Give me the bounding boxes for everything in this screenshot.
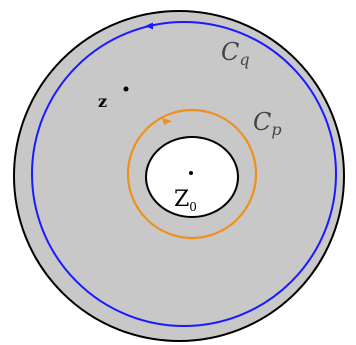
center-z0-label: Z0 xyxy=(174,187,197,214)
center-z0-main: Z xyxy=(174,187,189,212)
annulus-inner-hole xyxy=(145,136,239,218)
contour-cq xyxy=(31,21,337,327)
contour-cq-arrow xyxy=(145,22,153,30)
center-z0-dot xyxy=(189,171,193,175)
point-z-dot xyxy=(123,86,129,92)
contour-cp-label-main: C xyxy=(253,108,271,136)
contour-cq-label-main: C xyxy=(221,38,239,66)
contour-cq-label: Cq xyxy=(221,38,250,69)
point-z-label: z xyxy=(98,92,107,111)
contour-cp-label-sub: p xyxy=(271,120,281,139)
center-z0-sub: 0 xyxy=(189,200,197,214)
contour-cp-arrow xyxy=(162,118,172,125)
contour-cp-label: Cp xyxy=(253,108,282,139)
contour-cp xyxy=(126,108,258,240)
contour-cq-label-sub: q xyxy=(239,50,249,69)
